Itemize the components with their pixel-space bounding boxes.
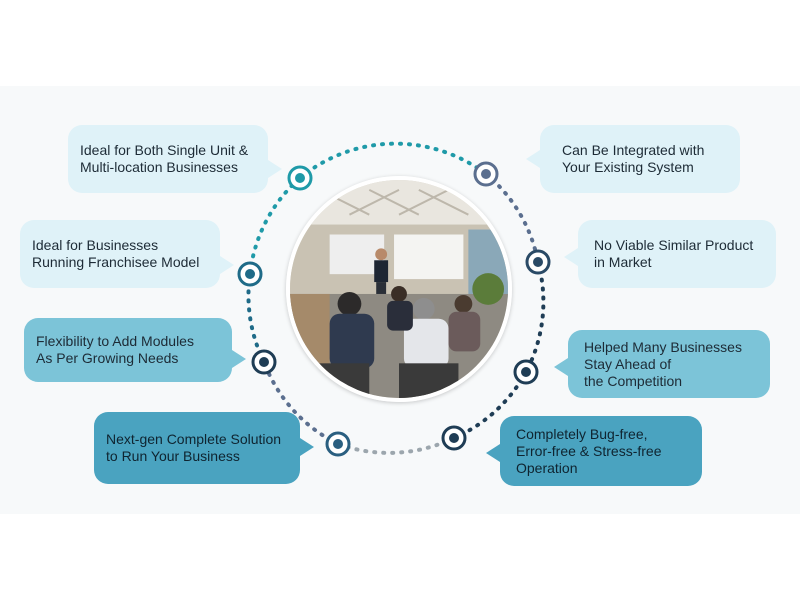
feature-text: Completely Bug-free, Error-free & Stress…	[516, 425, 662, 476]
bubble-tail	[526, 150, 540, 168]
bubble-tail	[268, 160, 282, 178]
node-icon	[441, 425, 467, 451]
node-icon	[325, 431, 351, 457]
feature-bubble-franchisee-model: Ideal for Businesses Running Franchisee …	[20, 220, 220, 288]
bubble-tail	[486, 444, 500, 462]
bubble-tail	[564, 248, 578, 266]
node-icon	[473, 161, 499, 187]
feature-text: Ideal for Both Single Unit & Multi-locat…	[80, 142, 249, 175]
feature-bubble-integration: Can Be Integrated with Your Existing Sys…	[540, 125, 740, 193]
node-icon	[251, 349, 277, 375]
node-icon	[237, 261, 263, 287]
feature-bubble-stay-ahead: Helped Many Businesses Stay Ahead of the…	[568, 330, 770, 398]
feature-text: No Viable Similar Product in Market	[594, 237, 754, 270]
feature-text: Ideal for Businesses Running Franchisee …	[32, 237, 200, 270]
node-icon	[287, 165, 313, 191]
bubble-tail	[220, 256, 234, 274]
presentation-photo	[286, 176, 512, 402]
feature-bubble-no-similar-product: No Viable Similar Product in Market	[578, 220, 776, 288]
presentation-photo-icon	[290, 180, 508, 398]
feature-bubble-flexible-modules: Flexibility to Add Modules As Per Growin…	[24, 318, 232, 382]
feature-bubble-bug-free: Completely Bug-free, Error-free & Stress…	[500, 416, 702, 486]
feature-text: Can Be Integrated with Your Existing Sys…	[562, 142, 705, 175]
feature-bubble-complete-solution: Next-gen Complete Solution to Run Your B…	[94, 412, 300, 484]
bubble-tail	[300, 438, 314, 456]
bubble-tail	[554, 358, 568, 376]
bubble-tail	[232, 350, 246, 368]
node-icon	[525, 249, 551, 275]
node-icon	[513, 359, 539, 385]
feature-text: Flexibility to Add Modules As Per Growin…	[36, 333, 194, 366]
feature-text: Helped Many Businesses Stay Ahead of the…	[584, 338, 742, 389]
feature-text: Next-gen Complete Solution to Run Your B…	[106, 431, 282, 464]
feature-bubble-single-multi-location: Ideal for Both Single Unit & Multi-locat…	[68, 125, 268, 193]
